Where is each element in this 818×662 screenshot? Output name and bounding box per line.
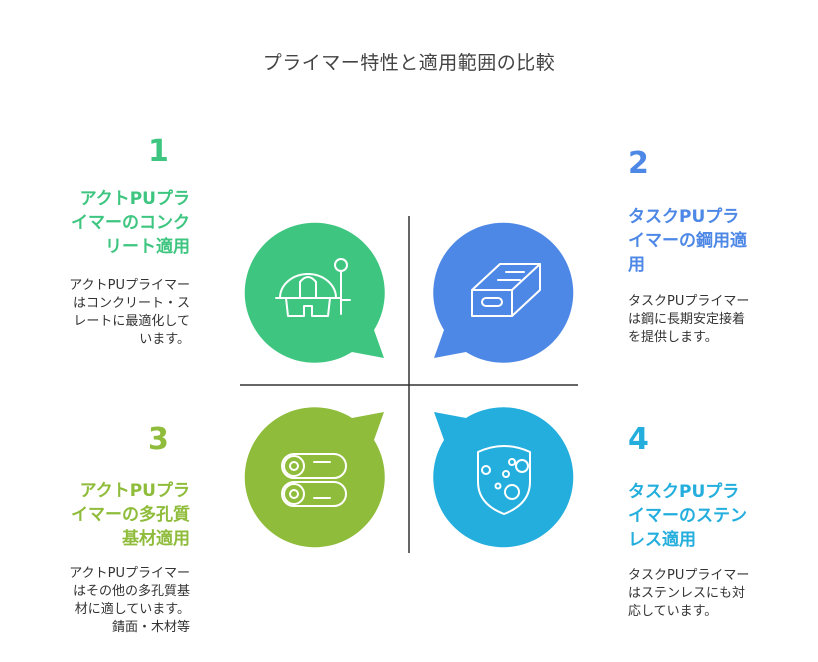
quadrant-3-description-line: 錆面・木材等 — [111, 620, 190, 635]
quadrant-4-bubble — [433, 407, 574, 548]
quadrant-2-heading: タスクPUプラ イマーの鋼用適 用 — [628, 205, 747, 277]
quadrant-3-number: 3 — [148, 422, 169, 457]
quadrant-2-description-line: は鋼に長期安定接着 — [628, 312, 746, 327]
quadrant-2-description-line: タスクPUプライマー — [628, 294, 750, 309]
quadrant-3-description-line: アクトPUプライマー — [69, 566, 190, 581]
quadrant-3-description: アクトPUプライマー はその他の多孔質基 材に適しています。 錆面・木材等 — [69, 565, 190, 637]
quadrant-1-description-line: はコンクリート・ス — [72, 296, 190, 311]
quadrant-1-bubble — [244, 222, 385, 363]
quadrant-4-description-line: タスクPUプライマー — [628, 568, 750, 583]
quadrant-4-heading-line: イマーのステン — [628, 506, 747, 526]
shield-spots-icon — [477, 445, 531, 515]
quadrant-2-description: タスクPUプライマー は鋼に長期安定接着 を提供します。 — [628, 293, 749, 347]
quadrant-2-heading-line: タスクPUプラ — [628, 207, 740, 227]
quadrant-1-description-line: アクトPUプライマー — [69, 278, 190, 293]
quadrant-3-heading-line: イマーの多孔質 — [71, 505, 190, 525]
quadrant-1-heading: アクトPUプラ イマーのコンク リート適用 — [71, 187, 190, 259]
quadrant-4-heading-line: レス適用 — [628, 530, 696, 550]
quadrant-2-heading-line: 用 — [628, 255, 645, 275]
quadrant-1-heading-line: イマーのコンク — [71, 213, 190, 233]
quadrant-1-description-line: います。 — [139, 332, 190, 347]
quadrant-1-heading-line: アクトPUプラ — [79, 189, 190, 209]
quadrant-3-description-line: はその他の多孔質基 — [72, 584, 190, 599]
page-title: プライマー特性と適用範囲の比較 — [262, 52, 556, 74]
quadrant-4-heading: タスクPUプラ イマーのステン レス適用 — [628, 480, 747, 552]
quadrant-1-number: 1 — [148, 134, 169, 169]
quadrant-4-description-line: はステンレスにも対 — [628, 586, 746, 601]
quadrant-2-bubble — [433, 222, 574, 363]
quadrant-3-description-line: 材に適しています。 — [74, 602, 190, 617]
wood-logs-icon — [281, 453, 347, 507]
quadrant-4-description-line: 応しています。 — [628, 604, 718, 619]
quadrant-4-description: タスクPUプライマー はステンレスにも対 応しています。 — [628, 567, 749, 621]
steel-beam-icon — [471, 263, 541, 317]
construction-helmet-icon — [275, 258, 351, 317]
quadrant-4-heading-line: タスクPUプラ — [628, 482, 740, 502]
quadrant-2-description-line: を提供します。 — [628, 330, 718, 345]
quadrant-1-description: アクトPUプライマー はコンクリート・ス レートに最適化して います。 — [69, 277, 190, 349]
quadrant-2-heading-line: イマーの鋼用適 — [628, 231, 747, 251]
quadrant-1-heading-line: リート適用 — [105, 237, 190, 257]
quadrant-4-number: 4 — [628, 422, 649, 457]
quadrant-1-description-line: レートに最適化して — [73, 314, 190, 329]
quadrant-3-heading-line: 基材適用 — [122, 529, 190, 549]
quadrant-2-number: 2 — [628, 146, 649, 181]
quadrant-3-heading-line: アクトPUプラ — [79, 481, 190, 501]
quadrant-3-heading: アクトPUプラ イマーの多孔質 基材適用 — [71, 479, 190, 551]
